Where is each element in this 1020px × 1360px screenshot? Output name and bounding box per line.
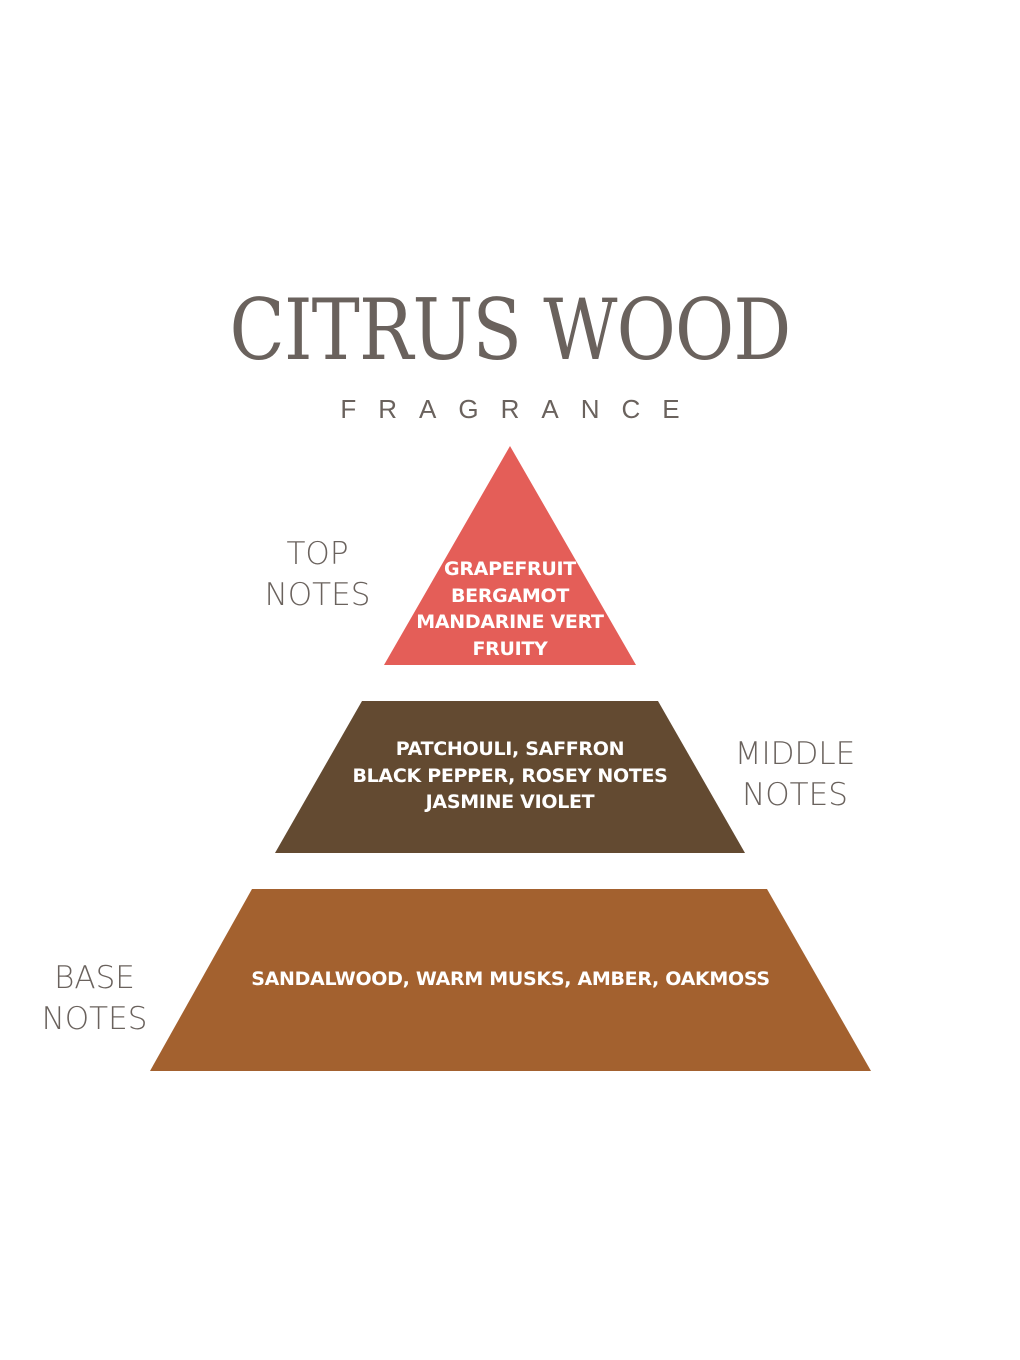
top-notes-label-line1: TOP: [286, 536, 349, 572]
base-notes-label-line2: NOTES: [41, 1001, 148, 1037]
middle-notes-list: PATCHOULI, SAFFRON BLACK PEPPER, ROSEY N…: [275, 736, 745, 816]
fragrance-subtitle: FRAGRANCE: [340, 394, 702, 424]
base-notes-label: BASE NOTES: [22, 958, 167, 1040]
base-notes-trapezoid: [150, 889, 871, 1071]
top-note-item: GRAPEFRUIT: [444, 558, 576, 580]
fragrance-title: CITRUS WOOD: [229, 281, 792, 379]
base-note-item: SANDALWOOD, WARM MUSKS, AMBER, OAKMOSS: [251, 968, 770, 990]
top-notes-triangle: [384, 446, 636, 665]
middle-notes-tier: PATCHOULI, SAFFRON BLACK PEPPER, ROSEY N…: [275, 701, 745, 853]
top-notes-list: GRAPEFRUIT BERGAMOT MANDARINE VERT FRUIT…: [384, 556, 636, 662]
top-note-item: MANDARINE VERT: [416, 611, 604, 633]
top-note-item: FRUITY: [472, 637, 548, 660]
middle-notes-trapezoid: [275, 701, 745, 853]
base-notes-list: SANDALWOOD, WARM MUSKS, AMBER, OAKMOSS: [150, 966, 871, 993]
middle-notes-label-line1: MIDDLE: [734, 736, 856, 772]
top-notes-tier: GRAPEFRUIT BERGAMOT MANDARINE VERT FRUIT…: [384, 446, 636, 665]
base-notes-label-line1: BASE: [54, 960, 135, 996]
middle-note-item: JASMINE VIOLET: [425, 791, 595, 813]
middle-notes-label-line2: NOTES: [742, 777, 848, 813]
middle-note-item: BLACK PEPPER, ROSEY NOTES: [352, 764, 668, 787]
top-notes-label-line2: NOTES: [264, 577, 371, 613]
middle-notes-label: MIDDLE NOTES: [715, 734, 875, 816]
middle-note-item: PATCHOULI, SAFFRON: [395, 738, 625, 760]
base-notes-tier: SANDALWOOD, WARM MUSKS, AMBER, OAKMOSS: [150, 889, 871, 1071]
top-notes-label: TOP NOTES: [245, 534, 390, 616]
top-note-item: BERGAMOT: [450, 584, 569, 607]
